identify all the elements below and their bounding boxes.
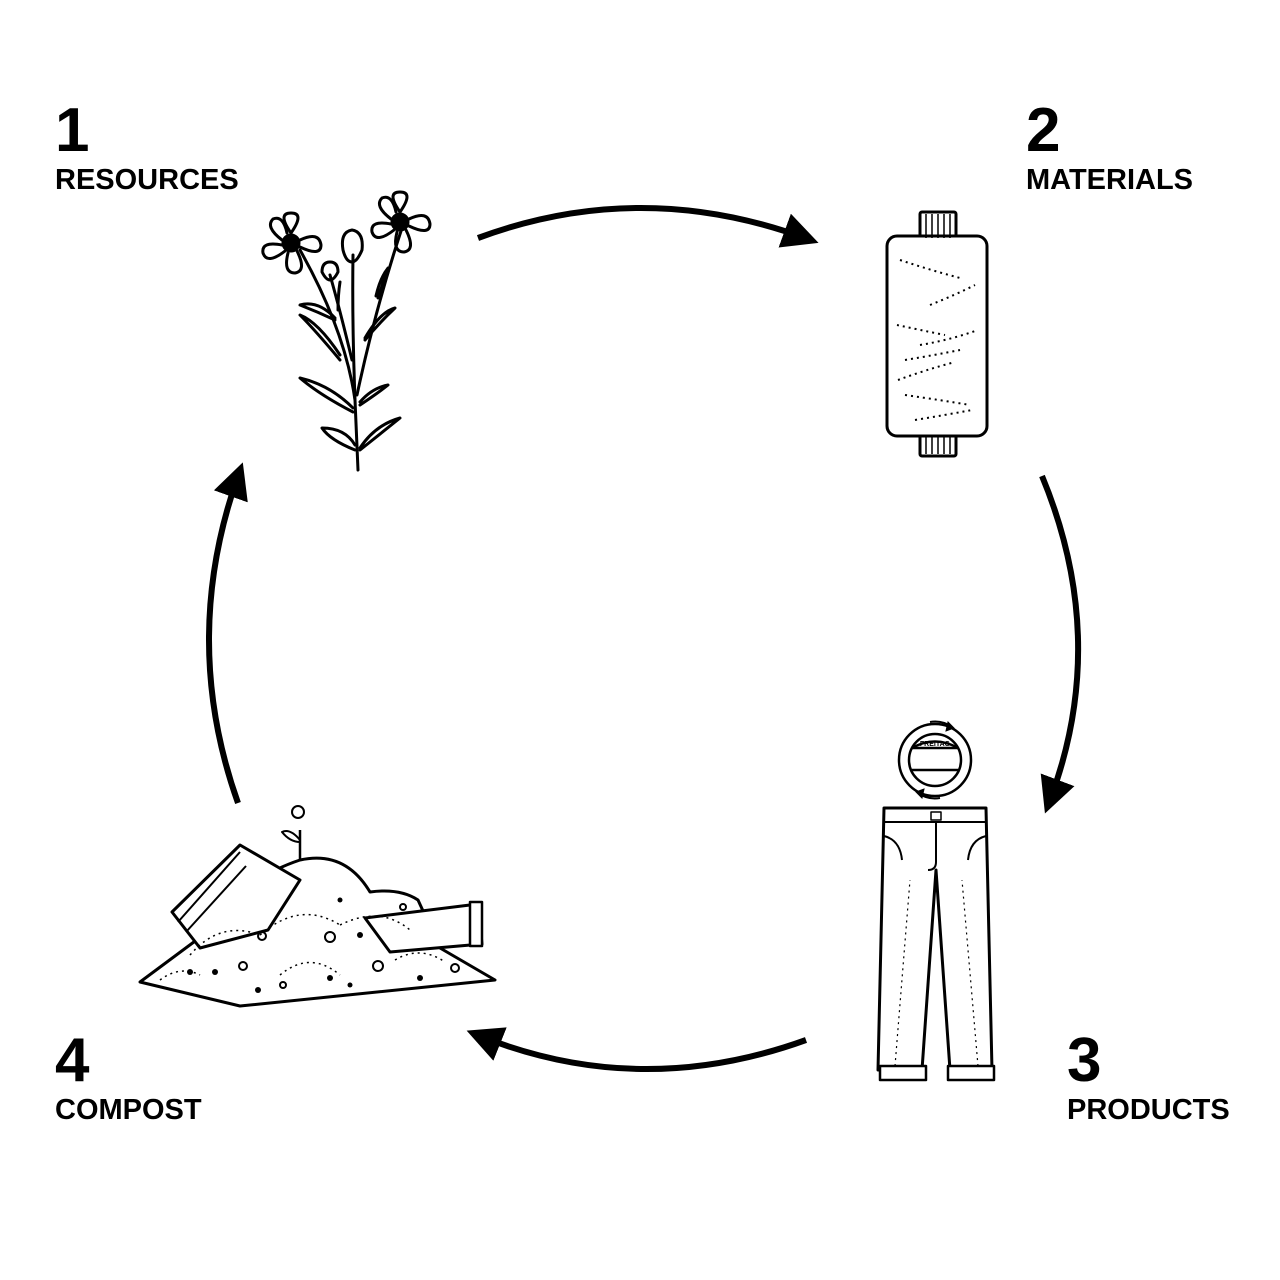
step-number: 2 — [1026, 96, 1060, 165]
step-label: COMPOST — [55, 1094, 202, 1126]
step-number: 3 — [1067, 1026, 1101, 1095]
compost-pile-icon — [138, 805, 497, 1008]
trousers-icon — [876, 806, 996, 1082]
step-label: PRODUCTS — [1067, 1094, 1230, 1126]
step-materials: 2 MATERIALS — [1026, 96, 1194, 197]
step-compost: 4 COMPOST — [55, 1026, 202, 1127]
step-label: MATERIALS — [1026, 164, 1194, 196]
step-resources: 1 RESOURCES — [55, 96, 239, 197]
arrow-products-to-compost — [466, 1027, 808, 1073]
step-number: 4 — [55, 1026, 89, 1095]
step-products: 3 PRODUCTS — [1067, 1026, 1230, 1127]
thread-spool-icon — [885, 210, 989, 458]
arrow-compost-to-resources — [206, 462, 248, 805]
arrow-resources-to-materials — [476, 205, 819, 248]
step-label: RESOURCES — [55, 164, 239, 196]
arrow-materials-to-products — [1039, 474, 1082, 814]
freitag-logo-icon — [897, 720, 973, 800]
flower-icon — [261, 190, 432, 472]
freitag-logo-text: FREITAG — [920, 741, 951, 748]
step-number: 1 — [55, 96, 89, 165]
